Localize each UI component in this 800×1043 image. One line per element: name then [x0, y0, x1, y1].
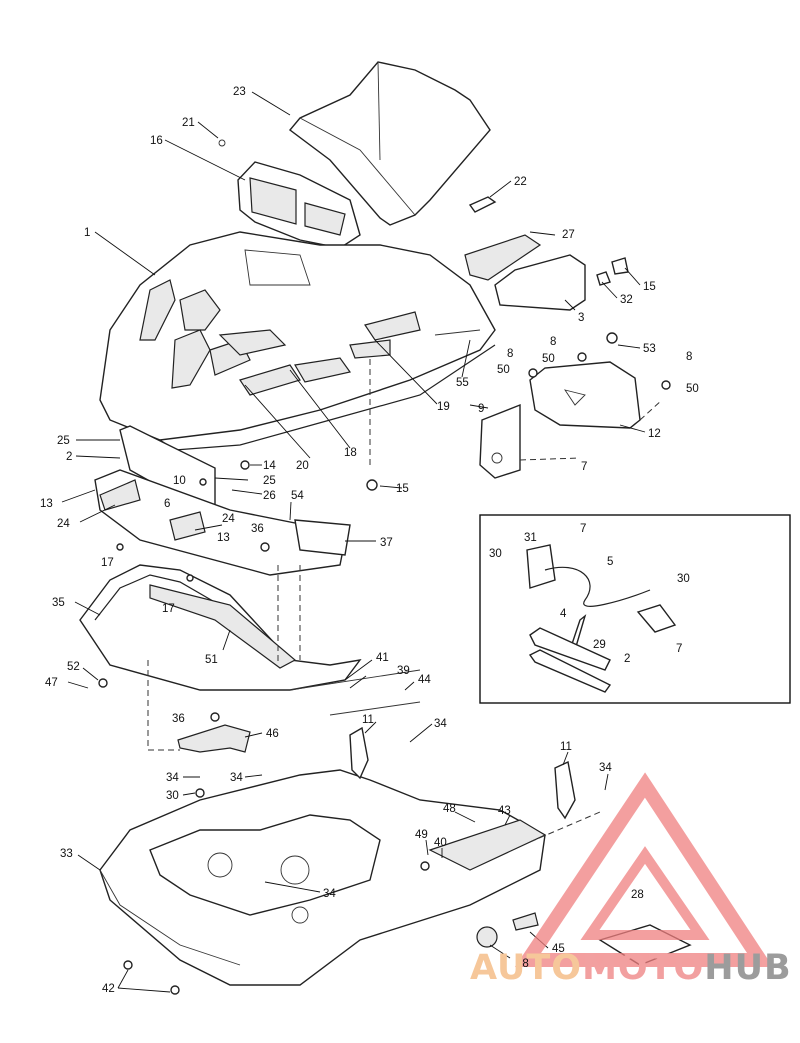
callout-16: 16 — [150, 135, 163, 147]
callout-43: 43 — [498, 805, 511, 817]
callout-30a: 30 — [166, 790, 179, 802]
fasteners — [98, 332, 671, 995]
callout-6: 6 — [164, 498, 170, 510]
bumper-bracket — [177, 669, 421, 753]
callout-7c: 7 — [676, 643, 682, 655]
leader-lines — [61, 91, 646, 993]
callout-labels: 23 21 16 22 27 1 15 32 3 53 8 8 8 50 50 … — [40, 86, 699, 995]
callout-36a: 36 — [251, 523, 264, 535]
callout-19: 19 — [437, 401, 450, 413]
callout-32: 32 — [620, 294, 633, 306]
callout-13a: 13 — [40, 498, 53, 510]
callout-37: 37 — [380, 537, 393, 549]
callout-41: 41 — [376, 652, 389, 664]
callout-52: 52 — [67, 661, 80, 673]
callout-26: 26 — [263, 490, 276, 502]
callout-34d: 34 — [599, 762, 612, 774]
callout-8c: 8 — [686, 351, 692, 363]
callout-54: 54 — [291, 490, 304, 502]
callout-7b: 7 — [580, 523, 586, 535]
callout-39: 39 — [397, 665, 410, 677]
callout-29: 29 — [593, 639, 606, 651]
callout-34e: 34 — [323, 888, 336, 900]
callout-2b: 2 — [624, 653, 630, 665]
callout-46: 46 — [266, 728, 279, 740]
callout-2a: 2 — [66, 451, 72, 463]
watermark-part-moto: MOTO — [582, 948, 705, 988]
callout-35: 35 — [52, 597, 65, 609]
callout-20: 20 — [296, 460, 309, 472]
callout-7a: 7 — [581, 461, 587, 473]
callout-17b: 17 — [162, 603, 175, 615]
callout-34a: 34 — [434, 718, 447, 730]
callout-45: 45 — [552, 943, 565, 955]
callout-33: 33 — [60, 848, 73, 860]
callout-15: 15 — [643, 281, 656, 293]
callout-10: 10 — [173, 475, 186, 487]
callout-28: 28 — [631, 889, 644, 901]
hood — [99, 231, 496, 451]
instrument-pod — [218, 139, 361, 249]
watermark-part-hub: HUB — [704, 948, 792, 988]
callout-8b: 8 — [550, 336, 556, 348]
callout-3: 3 — [578, 312, 584, 324]
callout-50c: 50 — [686, 383, 699, 395]
inset-detail-box — [479, 514, 791, 704]
callout-24b: 24 — [222, 513, 235, 525]
callout-47: 47 — [45, 677, 58, 689]
callout-34b: 34 — [166, 772, 179, 784]
callout-14: 14 — [263, 460, 276, 472]
callout-44: 44 — [418, 674, 431, 686]
callout-40: 40 — [434, 837, 447, 849]
watermark-part-auto: AUTO — [470, 948, 583, 988]
side-panel — [464, 196, 629, 311]
callout-15b: 15 — [396, 483, 409, 495]
watermark-text: AUTOMOTOHUB — [470, 948, 800, 998]
callout-50b: 50 — [542, 353, 555, 365]
callout-9: 9 — [478, 403, 484, 415]
callout-5: 5 — [607, 556, 613, 568]
callout-25b: 25 — [263, 475, 276, 487]
callout-22: 22 — [514, 176, 527, 188]
callout-30b: 30 — [489, 548, 502, 560]
callout-18: 18 — [344, 447, 357, 459]
callout-36b: 36 — [172, 713, 185, 725]
callout-50a: 50 — [497, 364, 510, 376]
callout-17a: 17 — [101, 557, 114, 569]
callout-55: 55 — [456, 377, 469, 389]
callout-11a: 11 — [362, 714, 374, 726]
callout-11b: 11 — [560, 741, 572, 753]
watermark-logo — [514, 772, 773, 967]
callout-53: 53 — [643, 343, 656, 355]
callout-23: 23 — [233, 86, 246, 98]
callout-1: 1 — [84, 227, 90, 239]
callout-21: 21 — [182, 117, 195, 129]
callout-38: 38 — [516, 958, 529, 970]
belly-pan — [99, 726, 692, 986]
assembly-guide-lines — [147, 355, 663, 843]
callout-51: 51 — [205, 654, 218, 666]
callout-24a: 24 — [57, 518, 70, 530]
callout-8a: 8 — [507, 348, 513, 360]
callout-13b: 13 — [217, 532, 230, 544]
callout-31: 31 — [524, 532, 537, 544]
callout-27: 27 — [562, 229, 575, 241]
side-cover — [479, 361, 641, 479]
front-bracket-assembly — [94, 425, 351, 576]
bumper-loop — [79, 564, 362, 691]
callout-30c: 30 — [677, 573, 690, 585]
callout-25a: 25 — [57, 435, 70, 447]
callout-12: 12 — [648, 428, 661, 440]
callout-42: 42 — [102, 983, 115, 995]
windshield — [288, 61, 491, 226]
callout-34c: 34 — [230, 772, 243, 784]
callout-48: 48 — [443, 803, 456, 815]
callout-49: 49 — [415, 829, 428, 841]
callout-4: 4 — [560, 608, 567, 620]
